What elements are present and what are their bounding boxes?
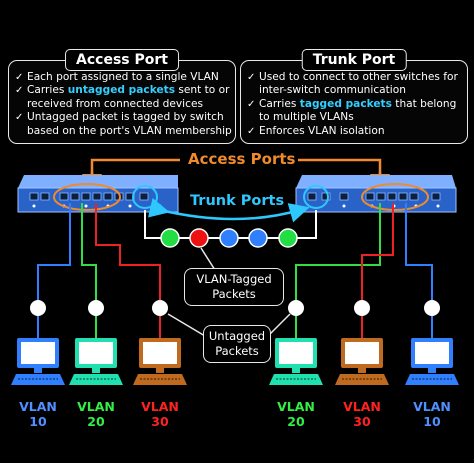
access-port-list: ✓Each port assigned to a single VLAN ✓Ca… bbox=[15, 71, 233, 138]
cable-vlan10-left bbox=[37, 203, 71, 338]
untagged-callout: Untagged Packets bbox=[203, 325, 271, 363]
computers bbox=[11, 338, 459, 385]
cable-vlan10-right bbox=[405, 203, 433, 338]
tagged-packet bbox=[189, 228, 209, 248]
untagged-packet bbox=[288, 300, 304, 316]
switch-right bbox=[295, 175, 457, 213]
check-icon: ✓ bbox=[247, 98, 256, 110]
computer-icon bbox=[335, 338, 389, 385]
access-ports-label: Access Ports bbox=[185, 150, 299, 168]
trunk-port-highlight bbox=[132, 185, 158, 209]
trunk-port-item: ✓Used to connect to other switches for i… bbox=[247, 71, 458, 97]
tagged-packet bbox=[278, 228, 298, 248]
trunk-port-box: Trunk Port ✓Used to connect to other swi… bbox=[240, 49, 468, 144]
untagged-packet bbox=[88, 300, 104, 316]
vlan-tagged-callout: VLAN-Tagged Packets bbox=[184, 268, 284, 306]
untagged-packet bbox=[152, 300, 168, 316]
computer-icon bbox=[11, 338, 65, 385]
trunk-ports-arrow bbox=[147, 197, 310, 223]
cable-vlan20-left bbox=[81, 203, 97, 338]
untagged-packet bbox=[424, 300, 440, 316]
check-icon: ✓ bbox=[247, 72, 256, 83]
check-icon: ✓ bbox=[15, 72, 24, 83]
computer-icon bbox=[269, 338, 323, 385]
trunk-port-title: Trunk Port bbox=[301, 49, 407, 71]
tagged-packet bbox=[219, 228, 239, 248]
trunk-port-item: ✓Carries tagged packets that belong to m… bbox=[247, 97, 457, 124]
check-icon: ✓ bbox=[15, 85, 24, 97]
access-port-box: Access Port ✓Each port assigned to a sin… bbox=[8, 49, 236, 144]
trunk-ports-label: Trunk Ports bbox=[190, 193, 285, 209]
access-port-item: ✓Each port assigned to a single VLAN bbox=[15, 71, 219, 83]
computer-icon bbox=[405, 338, 459, 385]
computer-icon bbox=[69, 338, 123, 385]
access-port-highlight bbox=[53, 183, 121, 211]
cable-vlan30-left bbox=[95, 203, 161, 338]
computer-icon bbox=[133, 338, 187, 385]
cable-vlan30-right bbox=[361, 203, 394, 338]
cable-vlan20-right bbox=[295, 203, 381, 338]
untagged-packet bbox=[30, 300, 46, 316]
switch-left bbox=[17, 175, 179, 213]
access-port-highlight bbox=[361, 183, 429, 211]
tagged-packet bbox=[160, 228, 180, 248]
untagged-packet bbox=[354, 300, 370, 316]
untagged-packets bbox=[30, 300, 440, 316]
trunk-port-highlight bbox=[303, 185, 329, 209]
access-port-item: ✓Carries untagged packets sent to or rec… bbox=[15, 84, 230, 110]
check-icon: ✓ bbox=[15, 112, 24, 124]
check-icon: ✓ bbox=[247, 125, 256, 137]
access-port-title: Access Port bbox=[65, 49, 179, 71]
trunk-port-item: ✓Enforces VLAN isolation bbox=[247, 124, 385, 137]
trunk-port-list: ✓Used to connect to other switches for i… bbox=[247, 71, 465, 138]
access-port-item: ✓Untagged packet is tagged by switch bas… bbox=[15, 111, 232, 137]
tagged-packet bbox=[248, 228, 268, 248]
tagged-packets bbox=[160, 228, 298, 248]
